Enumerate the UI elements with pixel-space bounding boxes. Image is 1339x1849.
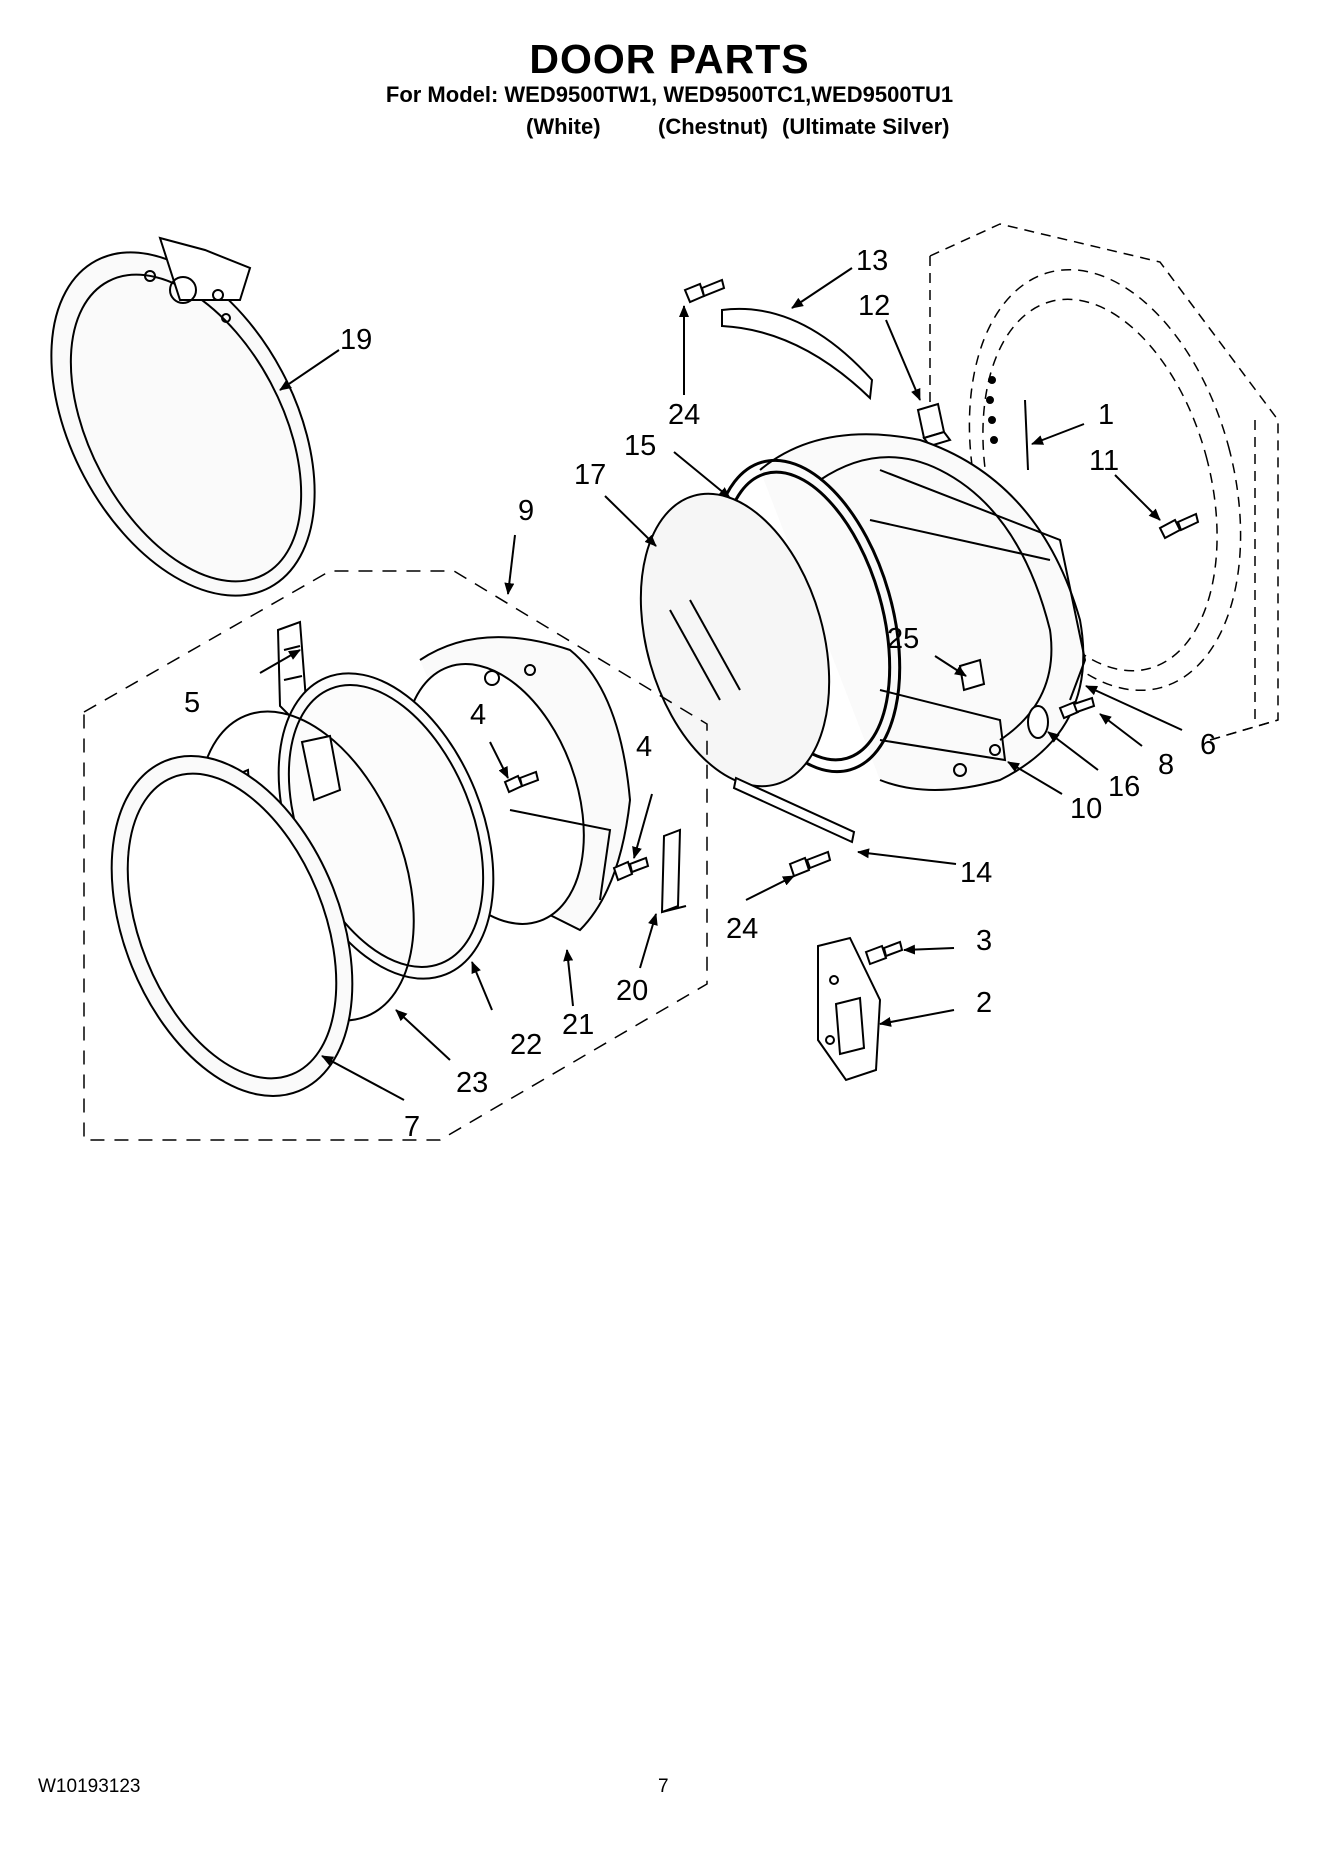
part-20-bracket [660,828,687,914]
callout-4-left: 4 [470,699,486,731]
part-1-hinge-pin [986,376,1029,471]
part-24-screw-top [683,278,726,304]
part-19-ring [50,236,316,597]
callout-19: 19 [340,324,372,356]
callout-6: 6 [1200,729,1216,761]
callout-24-top: 24 [668,399,700,431]
callout-3: 3 [976,925,992,957]
callout-8: 8 [1158,749,1174,781]
page-title: DOOR PARTS [529,36,810,82]
callout-10: 10 [1070,793,1102,825]
callout-16: 16 [1108,771,1140,803]
variant-chestnut: (Chestnut) [658,114,768,139]
callout-12: 12 [858,290,890,322]
callout-labels: 19 13 12 24 1 11 15 17 9 5 4 4 25 6 8 16… [184,245,1216,1143]
part-3-screw [864,940,904,966]
part-12-hinge-block [916,402,952,448]
callout-9: 9 [518,495,534,527]
callout-7: 7 [404,1111,420,1143]
callout-15: 15 [624,430,656,462]
part-4-screw-left [503,770,540,794]
part-2-switch [817,936,882,1082]
callout-5: 5 [184,687,200,719]
model-line: For Model: WED9500TW1, WED9500TC1,WED950… [385,82,954,107]
callout-4-right: 4 [636,731,652,763]
callout-20: 20 [616,975,648,1007]
variant-ultimate-silver: (Ultimate Silver) [782,114,950,139]
part-11-screw [1158,512,1200,540]
callout-11: 11 [1089,445,1119,477]
part-7-outer-door [110,755,354,1097]
part-13-bracket [721,307,874,401]
part-8-16-screw-washer [1027,696,1096,739]
page-header: DOOR PARTS For Model: WED9500TW1, WED950… [0,36,1339,108]
part-9-assembly-outline [83,570,708,1141]
part-4-screw-right [612,856,650,882]
document-number: W10193123 [38,1776,141,1797]
callout-1: 1 [1098,399,1114,431]
callout-14: 14 [960,857,992,889]
callout-2: 2 [976,987,992,1019]
part-14-strip [732,776,856,844]
callout-25: 25 [887,623,919,655]
part-10-inner-door [759,433,1087,791]
callout-24-bottom: 24 [726,913,758,945]
variant-white: (White) [526,114,601,139]
callout-21: 21 [562,1009,594,1041]
callout-23: 23 [456,1067,488,1099]
callout-17: 17 [574,459,606,491]
leader-arrows [259,267,1183,1101]
callout-13: 13 [856,245,888,277]
callout-22: 22 [510,1029,542,1061]
part-24-screw-bottom [788,850,832,878]
page-number: 7 [658,1776,669,1797]
